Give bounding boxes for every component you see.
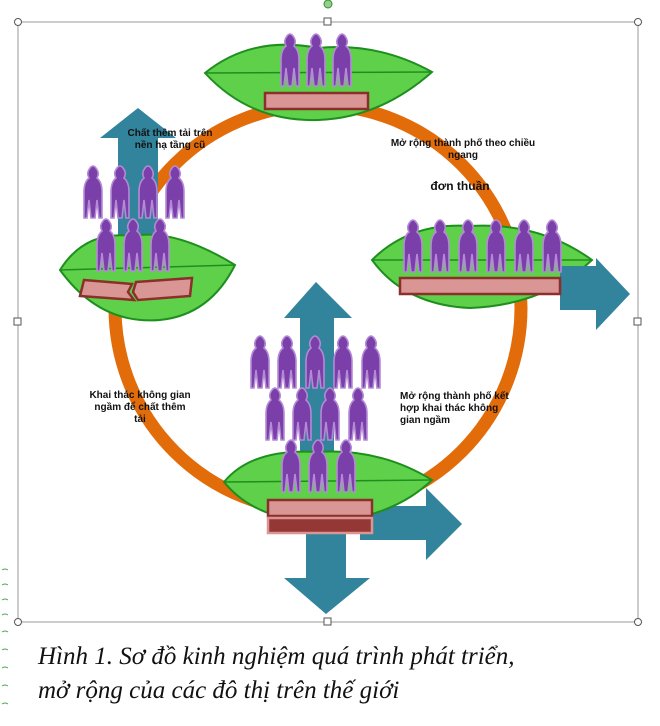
caption-line-2: mở rộng của các đô thị trên thế giới (38, 677, 400, 704)
rotate-handle[interactable] (323, 0, 333, 9)
platform-left-broken (78, 276, 194, 302)
label-top-left: Chất thêm tải trên nền hạ tầng cũ (127, 128, 213, 151)
leaf-left (58, 165, 237, 322)
figure-caption: Hình 1. Sơ đồ kinh nghiệm quá trình phát… (38, 640, 638, 708)
label-top-right-sub: đơn thuần (430, 179, 490, 193)
leaf-bottom (222, 282, 462, 614)
label-top-right: Mở rộng thành phố theo chiều ngang (390, 138, 536, 161)
selection-handles (13, 17, 642, 626)
caption-line-1: Hình 1. Sơ đồ kinh nghiệm quá trình phát… (38, 643, 515, 670)
platform-bottom-lower (266, 516, 374, 535)
margin-marks (1, 568, 9, 705)
arrow-right (560, 258, 630, 330)
label-bottom-right: Mở rộng thành phố kết hợp khai thác khôn… (400, 391, 509, 426)
platform-bottom-upper (266, 498, 374, 518)
label-bottom-left: Khai thác không gian ngầm để chất thêm t… (89, 390, 191, 425)
buildings-top (280, 33, 352, 87)
leaf-top (203, 33, 434, 122)
platform-right (398, 276, 562, 296)
arrow-down-bottom (284, 530, 370, 614)
leaf-right (370, 219, 630, 330)
platform-top (263, 91, 370, 111)
